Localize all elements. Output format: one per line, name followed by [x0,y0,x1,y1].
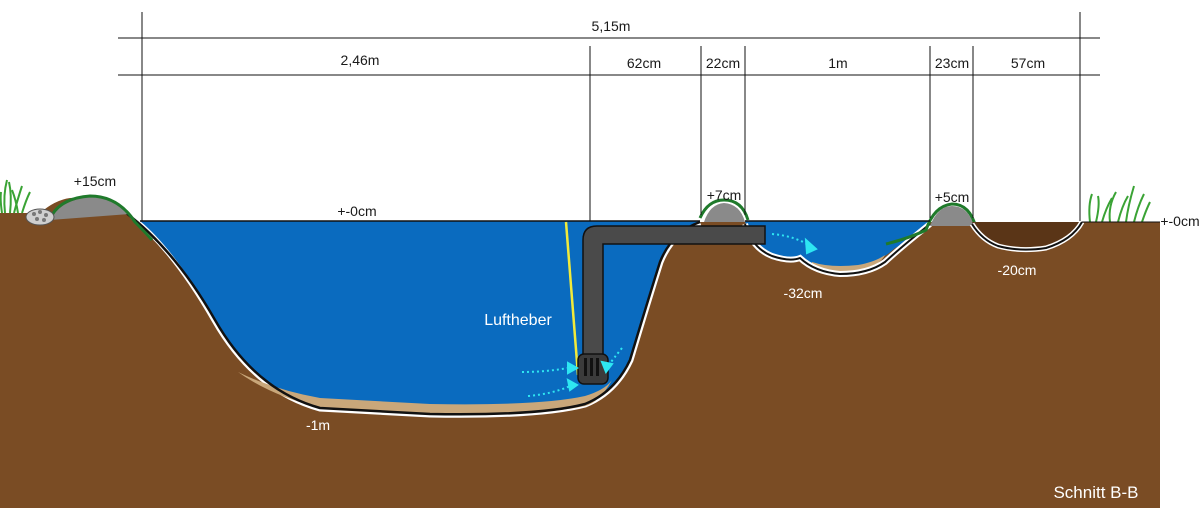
wall-2-liner [885,202,978,246]
dimension-lines [118,12,1100,221]
grass-icon [1088,185,1151,223]
level-wall-2: +5cm [935,189,970,205]
flow-arrow-icon [521,233,818,397]
dim-segment-1: 2,46m [341,52,380,68]
level-wall-1: +7cm [707,187,742,203]
bog-soil [972,222,1082,249]
pond-sand [238,372,612,415]
wall-2-stone [930,206,974,226]
dim-segment-6: 57cm [1011,55,1045,71]
dim-segment-5: 23cm [935,55,969,71]
level-filter-bottom: -32cm [784,285,823,301]
filter-sand [812,255,885,272]
level-bog-bottom: -20cm [998,262,1037,278]
bog-liner [971,221,1083,251]
filter-liner [744,223,931,276]
level-pond-bottom: -1m [306,417,330,433]
dim-segment-4: 1m [828,55,847,71]
airlift-pipe [577,225,766,385]
level-ground-right: +-0cm [1160,213,1199,229]
airlift-label: Luftheber [484,312,552,329]
level-water-surface: +-0cm [337,203,376,219]
grass-icon [0,179,31,214]
diagram-title: Schnitt B-B [1053,483,1138,502]
air-tube [564,221,580,376]
bank-left-liner [50,194,154,241]
wall-1-liner [698,198,750,221]
bank-left-stone [50,197,130,220]
dim-segment-2: 62cm [627,55,661,71]
level-bank-left: +15cm [74,173,116,189]
pond-water [140,221,700,415]
wall-1-stone [704,203,745,222]
gravel-icon [25,208,55,226]
dim-segment-3: 22cm [706,55,740,71]
dim-total: 5,15m [592,18,631,34]
pond-liner [124,211,701,416]
